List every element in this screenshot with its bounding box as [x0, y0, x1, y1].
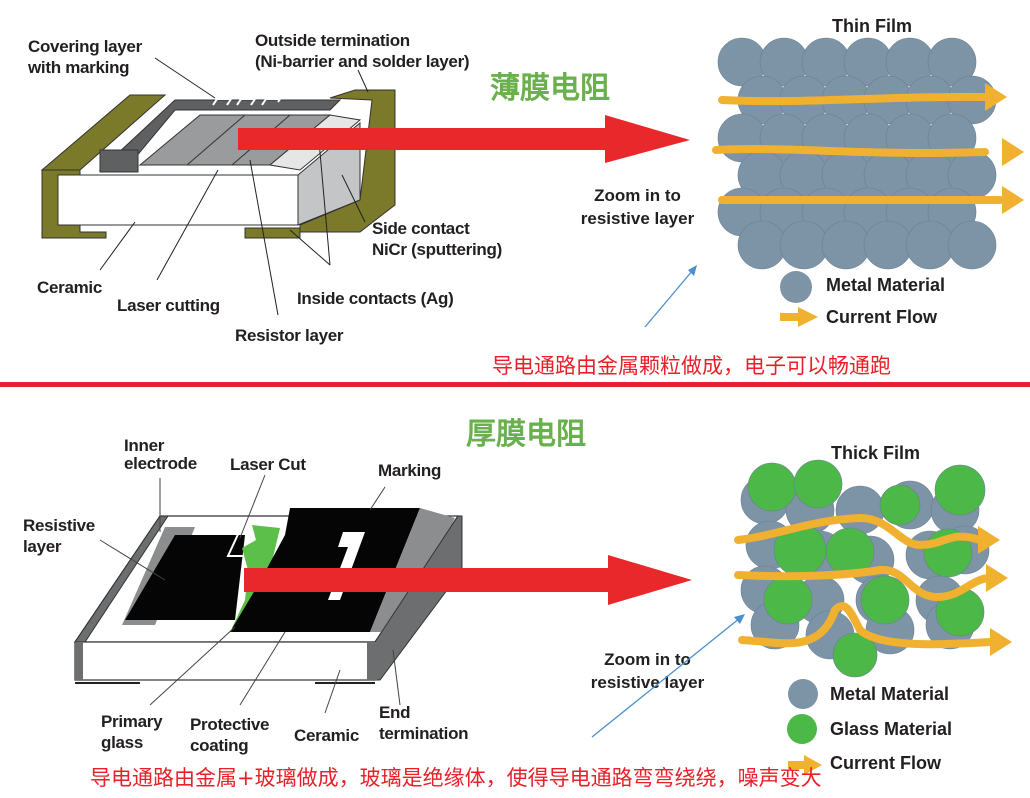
- label-line: Resistive: [23, 516, 95, 535]
- glass-particle: [793, 459, 843, 509]
- thin-legend-metal: Metal Material: [826, 275, 946, 295]
- label-covering-layer: Covering layer with marking: [28, 36, 142, 78]
- label-laser-cutting: Laser cutting: [117, 296, 220, 315]
- thin-film-microstructure: [712, 37, 1024, 270]
- label-line: Protective: [190, 715, 270, 734]
- current-flow-path: [738, 602, 994, 649]
- label-line: layer: [23, 537, 62, 556]
- label-line: (Ni-barrier and solder layer): [255, 52, 470, 71]
- metal-particle: [927, 37, 977, 87]
- label-inside-contacts: Inside contacts (Ag): [297, 289, 454, 308]
- label-marking: Marking: [378, 461, 442, 480]
- thin-legend-icons: [780, 271, 818, 327]
- current-flow-path: [734, 565, 992, 601]
- label-line: End: [379, 703, 411, 722]
- label-end-termination: End termination: [379, 702, 469, 744]
- thick-film-note: 导电通路由金属+玻璃做成，玻璃是绝缘体，使得导电通路弯弯绕绕，噪声变大: [90, 766, 822, 790]
- label-line: Covering layer: [28, 37, 142, 56]
- glass-particle: [934, 464, 986, 516]
- thin-film-micro-title: Thin Film: [832, 16, 912, 36]
- label-line: Side contact: [372, 219, 470, 238]
- glass-particle: [879, 484, 921, 526]
- label-line: Outside termination: [255, 31, 410, 50]
- thick-legend-glass: Glass Material: [830, 719, 953, 739]
- current-flow-arrowhead: [985, 83, 1007, 111]
- current-flow-legend-icon: [780, 307, 818, 327]
- thick-zoom-label: Zoom in to resistive layer: [580, 648, 715, 694]
- metal-legend-icon: [780, 271, 812, 303]
- label-resistive-layer: Resistive layer: [23, 515, 95, 557]
- label-ceramic: Ceramic: [37, 278, 102, 297]
- label-line: glass: [101, 733, 143, 752]
- label-line: coating: [190, 736, 249, 755]
- thin-zoom-label: Zoom in to resistive layer: [570, 184, 705, 230]
- current-flow-path: [712, 145, 989, 157]
- label-line: resistive layer: [580, 209, 695, 228]
- label-protective-coating: Protective coating: [190, 714, 270, 756]
- thick-legend-metal: Metal Material: [830, 684, 950, 704]
- label-laser-cut: Laser Cut: [230, 455, 306, 474]
- current-flow-arrowhead: [986, 564, 1008, 592]
- label-inner-electrode: Inner electrode: [124, 437, 197, 473]
- current-flow-path: [734, 513, 984, 550]
- label-line: Zoom in to: [604, 650, 691, 669]
- current-flow-path: [718, 92, 989, 106]
- thin-zoom-arrow: [238, 115, 690, 163]
- glass-legend-icon: [787, 714, 817, 744]
- label-resistor-layer: Resistor layer: [235, 326, 344, 345]
- label-line: Zoom in to: [594, 186, 681, 205]
- thin-legend-current: Current Flow: [826, 307, 937, 327]
- label-line: Primary: [101, 712, 163, 731]
- label-line: termination: [379, 724, 469, 743]
- label-ceramic-thick: Ceramic: [294, 726, 359, 745]
- label-line: with marking: [28, 58, 130, 77]
- label-outside-termination: Outside termination (Ni-barrier and sold…: [255, 30, 470, 72]
- marking-glyphs: [212, 98, 282, 106]
- current-flow-legend-icon: [788, 755, 822, 775]
- label-side-contact: Side contact NiCr (sputtering): [372, 218, 502, 260]
- thick-film-title-cn: 厚膜电阻: [466, 417, 586, 452]
- current-flow-arrowhead: [1002, 186, 1024, 214]
- glass-particle: [860, 575, 910, 625]
- current-flow-arrowhead: [1002, 138, 1024, 166]
- ceramic-body: [57, 174, 299, 226]
- label-line: electrode: [124, 454, 197, 473]
- thick-film-micro-title: Thick Film: [831, 443, 921, 463]
- thin-film-title-cn: 薄膜电阻: [490, 71, 610, 106]
- thick-legend-current: Current Flow: [830, 753, 941, 773]
- label-line: NiCr (sputtering): [372, 240, 502, 259]
- metal-particle: [947, 220, 997, 270]
- label-line: resistive layer: [590, 673, 705, 692]
- resistive-layer: [125, 535, 245, 620]
- thin-leader-lines: [99, 57, 369, 316]
- metal-legend-icon: [788, 679, 818, 709]
- section-divider: [0, 382, 1030, 387]
- thick-leader-lines: [99, 474, 401, 714]
- label-primary-glass: Primary glass: [101, 711, 163, 753]
- label-line: Inner: [124, 436, 165, 455]
- thin-film-note: 导电通路由金属颗粒做成，电子可以畅通跑: [492, 354, 891, 378]
- thin-pointer-arrow: [644, 265, 697, 328]
- current-flow-arrowhead: [978, 526, 1000, 554]
- glass-particle: [832, 632, 878, 678]
- current-flow-arrowhead: [990, 628, 1012, 656]
